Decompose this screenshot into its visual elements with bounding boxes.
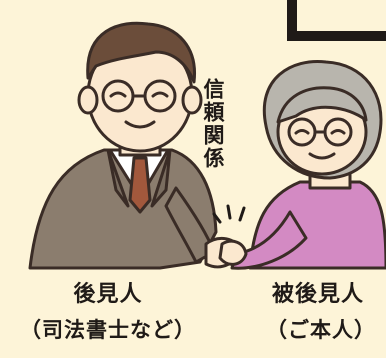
relation-label: 信頼関係 <box>201 78 225 170</box>
guardian-subtitle: （司法書士など） <box>20 318 196 342</box>
frame-corner-icon <box>287 0 386 41</box>
ward-subtitle: （ご本人） <box>266 318 376 342</box>
ward-label: 被後見人 <box>271 282 364 307</box>
guardian-label: 後見人 <box>73 282 143 307</box>
emphasis-lines-icon <box>212 204 246 224</box>
woman-figure <box>218 60 386 270</box>
man-figure <box>28 21 242 270</box>
